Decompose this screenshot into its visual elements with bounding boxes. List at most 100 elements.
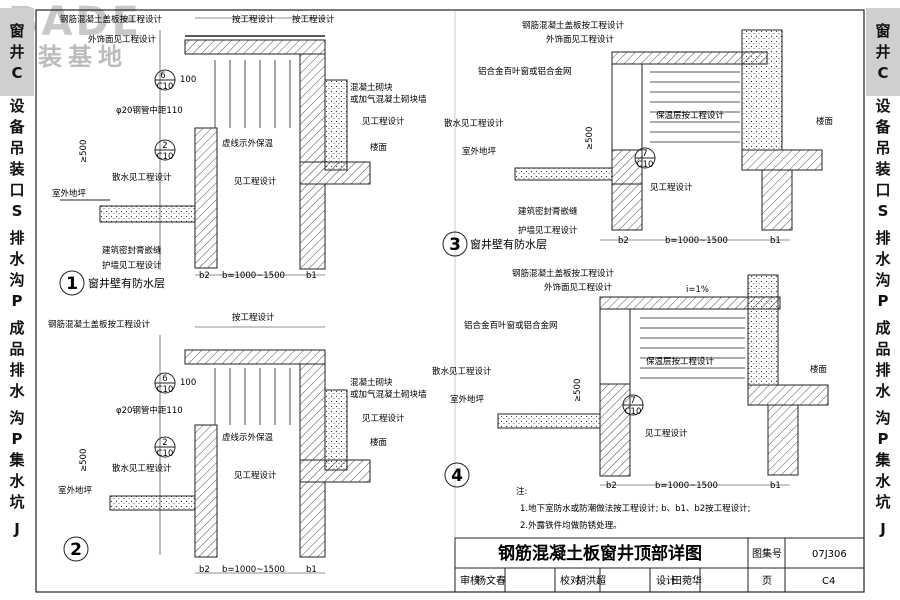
d1-det-2: 2 [162, 141, 167, 151]
side-char: 排 [9, 229, 25, 247]
title-block-page-no: C4 [822, 576, 835, 587]
d1-det-2c: C10 [157, 152, 174, 162]
d1-det-6c: C10 [157, 82, 174, 92]
title-block-check-name: 胡洪超 [576, 574, 606, 587]
side-char: 设 [875, 97, 891, 115]
d1-dim-100: 100 [180, 75, 196, 85]
d3-caption: 窗井壁有防水层 [470, 237, 547, 251]
d4-dim-b2: b2 [606, 481, 617, 491]
side-char: 成 [875, 319, 891, 337]
side-char: 吊 [875, 139, 891, 157]
d4-label-steel-slab: 钢筋混凝土盖板按工程设计 [512, 268, 615, 279]
d2-dim-b1: b1 [306, 565, 317, 575]
d1-label-see: 见工程设计 [362, 116, 405, 127]
side-char: P [11, 292, 23, 310]
d3-dim-b: b=1000~1500 [665, 236, 728, 246]
d3-label-guard: 护墙见工程设计 [518, 225, 578, 236]
d1-dim-b: b=1000~1500 [222, 271, 285, 281]
d3-det-7: 7 [642, 149, 647, 159]
side-char: 水 [875, 472, 891, 490]
d1-floor-slab [299, 161, 371, 185]
d3-num: 3 [449, 235, 461, 255]
d4-label-louver: 铝合金百叶窗或铝合金网 [464, 320, 558, 331]
d1-label-aerated: 或加气混凝土砌块墙 [350, 94, 427, 105]
side-char: 井 [9, 42, 25, 61]
side-char: 品 [9, 340, 25, 358]
side-char: P [877, 292, 889, 310]
d2-label-aerated: 或加气混凝土砌块墙 [350, 389, 427, 400]
d2-label-dash-insul: 虚线示外保温 [222, 432, 274, 443]
d4-dim-500: ≥500 [573, 379, 583, 402]
side-char: 坑 [9, 493, 25, 511]
title-block-frame [454, 537, 865, 593]
notes-2: 2.外露铁件均做防锈处理。 [520, 520, 622, 531]
title-block-atlas-no: 07J306 [812, 549, 847, 560]
d3-label-facing: 外饰面见工程设计 [546, 34, 615, 45]
notes-head: 注: [516, 486, 527, 497]
d2-dim-b: b=1000~1500 [222, 565, 285, 575]
d1-label-see2: 见工程设计 [234, 176, 277, 187]
d4-label-floor: 楼面 [810, 364, 828, 375]
d4-dim-b: b=1000~1500 [655, 481, 718, 491]
side-char: 装 [9, 160, 25, 178]
d2-label-see2: 见工程设计 [234, 470, 277, 481]
d3-label-floor: 楼面 [816, 116, 834, 127]
side-char: 水 [9, 382, 25, 400]
side-char: 坑 [875, 493, 891, 511]
detail-4 [444, 274, 829, 488]
d2-dim-b2: b2 [199, 565, 210, 575]
side-char: 排 [875, 229, 891, 247]
d2-label-tube: φ20钢管中距110 [116, 405, 183, 416]
side-char: C [11, 63, 23, 82]
side-char: P [11, 430, 23, 448]
side-char: S [11, 202, 23, 220]
side-char: C [877, 63, 889, 82]
d3-dim-b2: b2 [618, 236, 629, 246]
d4-label-see: 见工程设计 [645, 428, 688, 439]
d3-label-insul: 保温层按工程设计 [656, 110, 725, 121]
d3-label-ground: 室外地坪 [462, 146, 497, 157]
side-char: 窗 [875, 21, 891, 40]
side-char: 沟 [875, 409, 891, 427]
side-char: 成 [9, 319, 25, 337]
d1-dim-b1: b1 [306, 271, 317, 281]
title-block-atlas-label: 图集号 [752, 547, 782, 560]
side-char: 排 [9, 361, 25, 379]
side-char: 备 [875, 118, 891, 136]
d2-label-floor: 楼面 [370, 437, 388, 448]
d3-label-steel-slab: 钢筋混凝土盖板按工程设计 [522, 20, 625, 31]
d1-well-wall [194, 127, 218, 269]
d4-dim-b1: b1 [770, 481, 781, 491]
side-char: 口 [875, 181, 891, 199]
title-block-design: 设计 [656, 574, 676, 587]
notes-1: 1.地下室防水或防潮做法按工程设计; b、b1、b2按工程设计; [520, 503, 751, 514]
d2-dim-100: 100 [180, 378, 196, 388]
d1-label-floor: 楼面 [370, 142, 388, 153]
side-char: 设 [9, 97, 25, 115]
d2-label-anjiao: 按工程设计 [232, 312, 275, 323]
title-block-page-label: 页 [762, 575, 772, 587]
d4-det-7c: C10 [625, 407, 642, 417]
d1-label-ground: 室外地坪 [52, 188, 87, 199]
d1-label-anjiao2: 按工程设计 [292, 14, 335, 25]
d1-label-block: 混凝土砌块 [350, 82, 393, 93]
side-char: 集 [875, 451, 891, 469]
side-char: P [877, 430, 889, 448]
d1-label-steel-slab: 钢筋混凝土盖板按工程设计 [60, 14, 163, 25]
d1-dim-500: ≥500 [79, 140, 89, 163]
d1-label-guard: 护墙见工程设计 [102, 260, 162, 271]
d2-label-see: 见工程设计 [362, 413, 405, 424]
d4-num: 4 [451, 466, 463, 486]
side-char: 品 [875, 340, 891, 358]
drawing-frame [35, 9, 865, 593]
d1-label-tube: φ20钢管中距110 [116, 105, 183, 116]
side-char: 沟 [9, 271, 25, 289]
d1-dim-b2: b2 [199, 271, 210, 281]
title-block-check: 校对 [560, 574, 580, 587]
d1-base-wall [299, 183, 326, 270]
